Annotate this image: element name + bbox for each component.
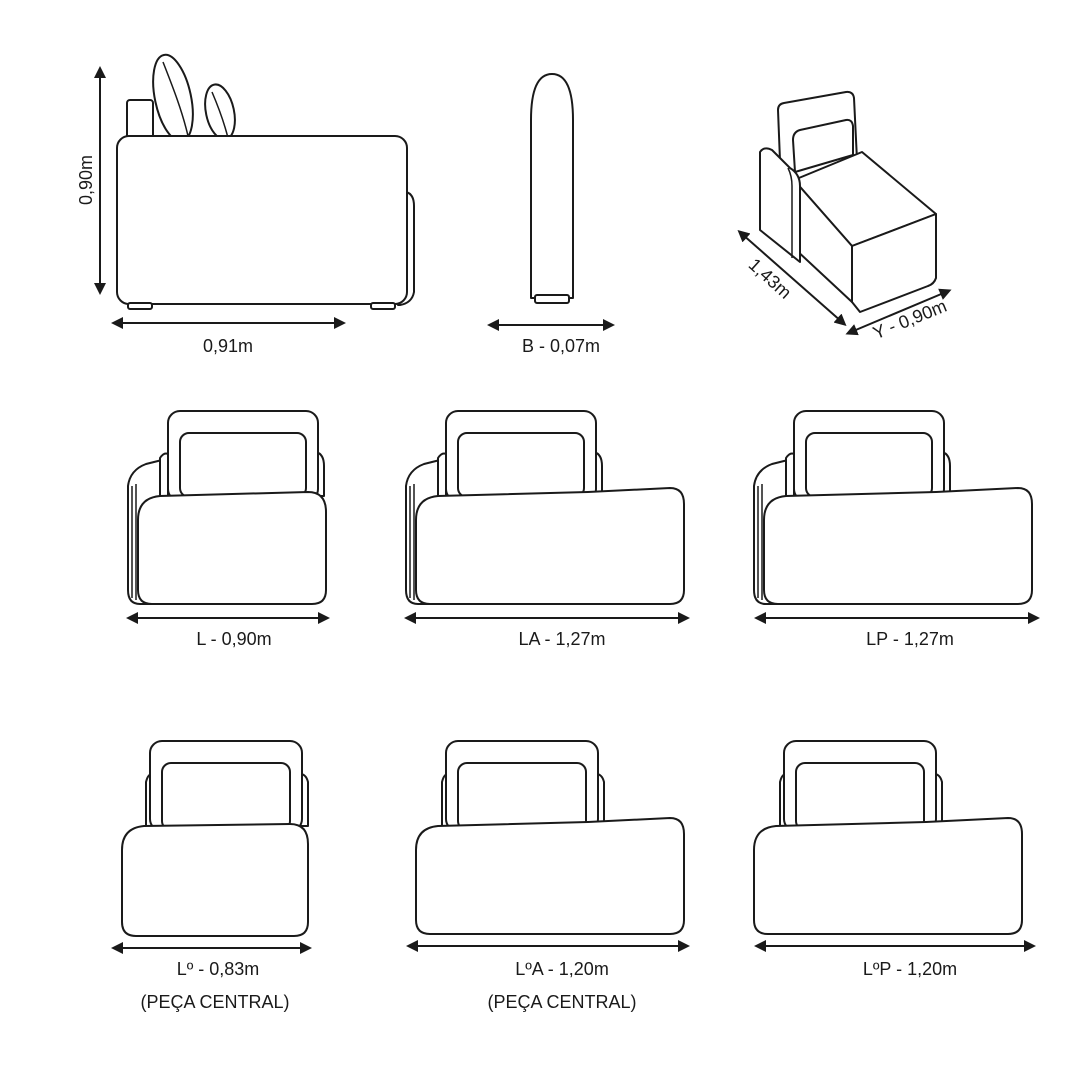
module-lo-label: Lº - 0,83m (177, 959, 260, 979)
isometric-view-drawing (759, 90, 937, 313)
back-cushion-drawing (530, 73, 574, 304)
isometric-width-dimension (845, 288, 952, 336)
module-lo-note: (PEÇA CENTRAL) (140, 992, 289, 1012)
module-lp-label: LP - 1,27m (866, 629, 954, 649)
module-loa-note: (PEÇA CENTRAL) (487, 992, 636, 1012)
side-view-height-label: 0,90m (76, 155, 96, 205)
side-view-width-label: 0,91m (203, 336, 253, 356)
side-view-drawing (116, 53, 415, 310)
isometric-depth-dimension (737, 230, 847, 326)
back-cushion-label: B - 0,07m (522, 336, 600, 356)
module-l-label: L - 0,90m (196, 629, 271, 649)
module-l-drawing (127, 410, 327, 605)
module-lo-drawing (121, 740, 309, 937)
module-loa-label: LºA - 1,20m (515, 959, 609, 979)
module-lop-drawing (753, 740, 1023, 935)
isometric-depth-label: 1,43m (745, 254, 796, 302)
module-la-label: LA - 1,27m (518, 629, 605, 649)
module-lp-drawing (753, 410, 1033, 605)
module-la-drawing (405, 410, 685, 605)
module-lop-label: LºP - 1,20m (863, 959, 957, 979)
module-loa-drawing (415, 740, 685, 935)
